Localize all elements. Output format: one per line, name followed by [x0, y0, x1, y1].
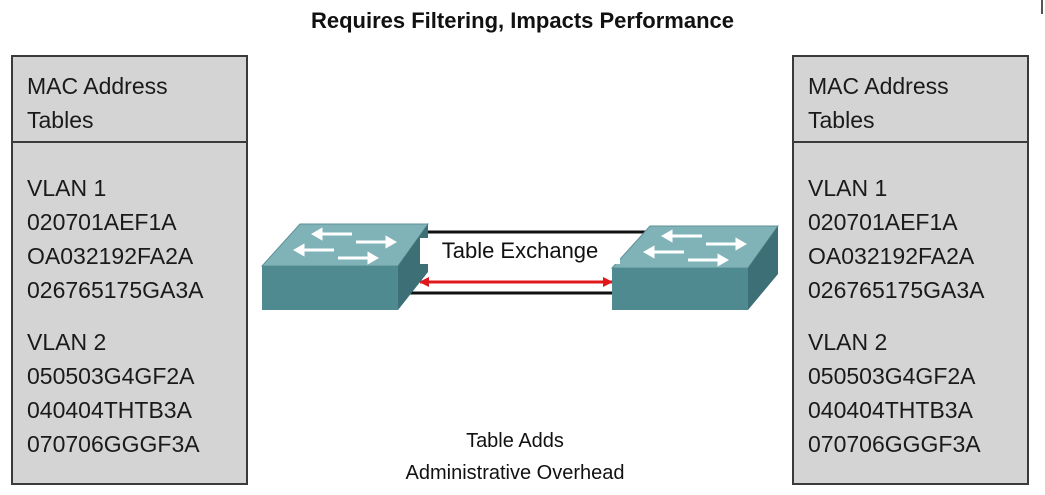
- header-line: MAC Address: [808, 73, 949, 99]
- mac-entry: 070706GGGF3A: [27, 431, 200, 457]
- caption-line: Table Adds: [466, 430, 564, 452]
- vlan-group: VLAN 2 050503G4GF2A 040404THTB3A 070706G…: [808, 325, 1027, 461]
- mac-entry: 020701AEF1A: [27, 209, 177, 235]
- mac-entry: 040404THTB3A: [27, 397, 192, 423]
- mac-entry: 070706GGGF3A: [808, 431, 981, 457]
- vlan-group: VLAN 1 020701AEF1A OA032192FA2A 02676517…: [27, 171, 246, 307]
- mac-table-left-body: VLAN 1 020701AEF1A OA032192FA2A 02676517…: [13, 143, 246, 461]
- mac-entry: 026765175GA3A: [27, 277, 204, 303]
- mac-table-left-header: MAC Address Tables: [13, 57, 246, 143]
- mac-table-right-header: MAC Address Tables: [794, 57, 1027, 143]
- mac-entry: 040404THTB3A: [808, 397, 973, 423]
- mac-entry: OA032192FA2A: [27, 243, 194, 269]
- switch-left-icon: [260, 223, 429, 310]
- header-line: Tables: [27, 107, 94, 133]
- overhead-caption: Table Adds Administrative Overhead: [340, 425, 690, 489]
- mac-entry: 050503G4GF2A: [27, 363, 195, 389]
- mac-entry: 020701AEF1A: [808, 209, 958, 235]
- vlan-group: VLAN 2 050503G4GF2A 040404THTB3A 070706G…: [27, 325, 246, 461]
- diagram-title: Requires Filtering, Impacts Performance: [310, 8, 735, 33]
- vlan-name: VLAN 2: [808, 329, 888, 355]
- vlan-name: VLAN 1: [808, 175, 888, 201]
- caption-line: Administrative Overhead: [405, 462, 625, 484]
- header-line: MAC Address: [27, 73, 168, 99]
- header-line: Tables: [808, 107, 875, 133]
- mac-table-left: MAC Address Tables VLAN 1 020701AEF1A OA…: [11, 55, 248, 485]
- mac-entry: 050503G4GF2A: [808, 363, 976, 389]
- mac-entry: 026765175GA3A: [808, 277, 985, 303]
- switch-right-icon: [610, 225, 779, 310]
- mac-table-right-body: VLAN 1 020701AEF1A OA032192FA2A 02676517…: [794, 143, 1027, 461]
- vlan-group: VLAN 1 020701AEF1A OA032192FA2A 02676517…: [808, 171, 1027, 307]
- table-exchange-label: Table Exchange: [420, 238, 620, 264]
- mac-entry: OA032192FA2A: [808, 243, 975, 269]
- vlan-name: VLAN 1: [27, 175, 107, 201]
- edge-marker: [1041, 0, 1043, 14]
- vlan-name: VLAN 2: [27, 329, 107, 355]
- mac-table-right: MAC Address Tables VLAN 1 020701AEF1A OA…: [792, 55, 1029, 485]
